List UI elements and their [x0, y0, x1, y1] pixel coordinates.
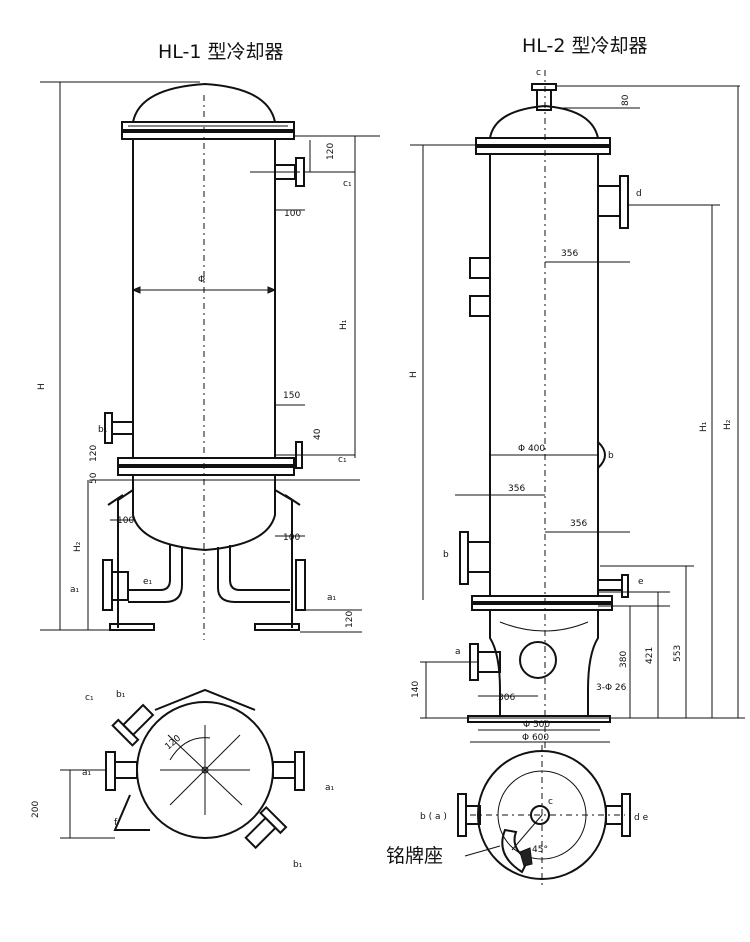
hl2-dim-phi500: Φ 500 — [523, 720, 550, 730]
hl2-dim-306: 306 — [498, 693, 515, 703]
hl1-dim-100-top: 100 — [284, 209, 301, 219]
hl1-plan: 120 a₁ a₁ c₁ b₁ b₁ f 200 — [31, 688, 335, 870]
hl1-leg-right — [274, 489, 293, 628]
hl1-dim-100-mid: 100 — [117, 516, 134, 526]
hl2-plan-label-c: c — [548, 797, 553, 807]
hl2-title: HL-2 型冷却器 — [522, 35, 648, 57]
hl2-dim-140: 140 — [411, 681, 421, 698]
hl1-label-c1-bottom: c₁ — [338, 455, 347, 465]
hl1-label-e1: e₁ — [143, 577, 153, 587]
hl1-label-a1-base: a₁ — [70, 585, 80, 595]
hl2-dim-phi400: Φ 400 — [518, 444, 545, 454]
hl1-dim-100-low: 100 — [283, 533, 300, 543]
hl2-dim-h2: H₂ — [723, 419, 733, 430]
hl1-bottom-dome — [132, 475, 276, 552]
hl1-leg-left — [117, 489, 134, 628]
hl1-elevation: Φ c₁ 120 100 H₁ 150 b₁ 120 40 c₁ — [37, 81, 380, 640]
hl1-dim-h: H — [37, 383, 47, 390]
hl1-plan-label-b1-bottom: b₁ — [293, 860, 303, 870]
hl2-label-e: e — [638, 577, 644, 587]
hl2-label-b-left: b — [443, 550, 449, 560]
hl2-label-d: d — [636, 189, 642, 199]
hl1-label-c1-top: c₁ — [343, 179, 352, 189]
hl1-nozzle-b1 — [111, 421, 134, 435]
hl2-elevation: c 80 d 356 H Φ 400 b 356 — [409, 68, 745, 748]
hl1-dim-120-top: 120 — [326, 143, 336, 160]
hl1-label-b1: b₁ — [98, 425, 108, 435]
hl2-plan-label-de: d e — [634, 813, 649, 823]
hl1-plan-label-a1-right: a₁ — [325, 783, 335, 793]
hl1-plan-label-c1: c₁ — [85, 693, 94, 703]
hl1-dim-120-angle: 120 — [164, 733, 184, 752]
hl1-dim-40: 40 — [313, 428, 323, 440]
hl2-dim-45deg: 45° — [532, 845, 548, 855]
hl2-dim-553: 553 — [673, 645, 683, 662]
hl2-label-a: a — [455, 647, 461, 657]
hl1-bottom-flange — [117, 466, 295, 476]
hl2-dim-bolt: 3-Φ 26 — [596, 683, 627, 693]
hl1-dim-150: 150 — [283, 391, 300, 401]
hl2-nameplate-label: 铭牌座 — [386, 845, 443, 867]
hl1-label-a1: a₁ — [327, 593, 337, 603]
hl2-plan-label-ba: b ( a ) — [420, 812, 447, 822]
hl1-dim-phi: Φ — [198, 275, 205, 285]
hl1-plan-label-b1: b₁ — [116, 690, 126, 700]
hl2-dim-421: 421 — [645, 647, 655, 664]
hl1-nozzle-a1-left — [102, 559, 113, 611]
hl1-dim-200: 200 — [31, 801, 41, 818]
hl2-top-flange — [475, 137, 611, 146]
hl2-label-b: b — [608, 451, 614, 461]
hl1-plan-label-f: f — [114, 818, 118, 828]
hl1-pipe-e1 — [128, 545, 171, 591]
hl1-dim-h1: H₁ — [339, 319, 349, 330]
hl2-nozzle-b — [597, 441, 606, 469]
hl2-dim-phi600: Φ 600 — [522, 733, 549, 743]
hl2-dim-356-a: 356 — [561, 249, 578, 259]
hl2-plan: c b ( a ) d e 45° 铭牌座 — [386, 745, 649, 885]
hl2-label-c: c — [536, 68, 541, 78]
hl2-bottom-flange — [471, 595, 613, 603]
hl2-dim-380: 380 — [619, 651, 629, 668]
hl1-title: HL-1 型冷却器 — [158, 41, 284, 63]
hl2-dim-80: 80 — [621, 94, 631, 106]
hl1-dim-120-mid: 120 — [89, 445, 99, 462]
hl1-top-flange — [121, 121, 295, 131]
hl2-dim-356-b: 356 — [508, 484, 525, 494]
hl1-plan-label-a1-left: a₁ — [82, 768, 92, 778]
hl1-top-dome — [132, 82, 276, 123]
hl1-nozzle-a1-right — [295, 559, 306, 611]
hl1-dim-50: 50 — [89, 472, 99, 484]
hl2-dim-h1: H₁ — [699, 421, 709, 432]
hl2-nozzle-d — [597, 185, 621, 217]
hl2-dim-356-c: 356 — [570, 519, 587, 529]
hl1-dim-h2: H₂ — [73, 541, 83, 552]
hl2-dim-h: H — [409, 371, 419, 378]
hl1-dim-120-bottom: 120 — [345, 611, 355, 628]
